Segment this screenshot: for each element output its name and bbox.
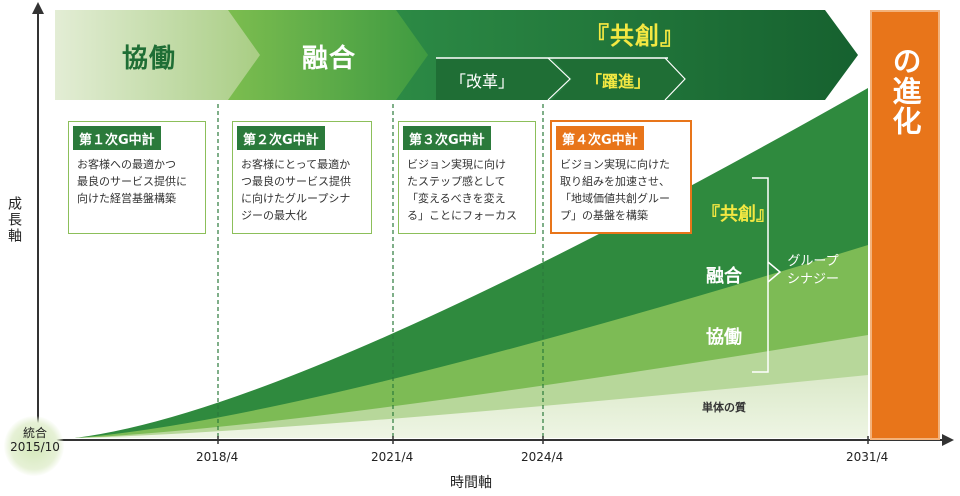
layer-single-label: 単体の質 [702, 401, 746, 414]
plan-2-description: お客様にとって最適か つ最良のサービス提供 に向けたグループシナ ジーの最大化 [241, 158, 351, 222]
y-axis-label: 成長軸 [6, 196, 22, 244]
plan-box-3: 第３次G中計 ビジョン実現に向け たステップ感として 「変えるべきを変え る」こ… [398, 121, 536, 234]
plan-box-1: 第１次G中計 お客様への最適かつ 最良のサービス提供に 向けた経営基盤構築 [68, 121, 206, 234]
origin-label: 統合 2015/10 [10, 426, 60, 454]
band-yakushin [552, 58, 685, 100]
chevron-yugo [228, 10, 430, 100]
phase-kyodo-label: 協働 [122, 44, 177, 74]
tick-label-2021: 2021/4 [371, 450, 414, 464]
tick-label-2018: 2018/4 [196, 450, 239, 464]
phase-kaikaku-label: 「改革」 [450, 72, 515, 91]
tick-label-2031: 2031/4 [846, 450, 889, 464]
chevron-kyodo [55, 10, 262, 100]
layer-kyodo-label: 協働 [706, 327, 742, 348]
plan-4-title: 第４次G中計 [556, 126, 644, 150]
origin-circle [4, 416, 64, 476]
band-yakushin-outline [664, 57, 686, 101]
phase-yugo-label: 融合 [302, 44, 357, 74]
plan-box-4: 第４次G中計 ビジョン実現に向けた 取り組みを加速させ、 「地域価値共創グルー … [550, 120, 692, 234]
tick-label-2024: 2024/4 [521, 450, 564, 464]
goal-label: 『地域価値共創グループ』への進化 [888, 46, 960, 436]
layer-yugo-label: 融合 [706, 266, 742, 287]
phase-kyoso-label: 『共創』 [585, 22, 685, 50]
plan-3-title: 第３次G中計 [403, 126, 491, 150]
plan-2-title: 第２次G中計 [237, 126, 325, 150]
layer-single-area [75, 375, 868, 438]
plan-1-title: 第１次G中計 [73, 126, 161, 150]
y-axis-arrow [32, 2, 44, 14]
band-kaikaku [436, 58, 570, 100]
phase-yakushin-label: 「躍進」 [586, 72, 651, 91]
plan-1-description: お客様への最適かつ 最良のサービス提供に 向けた経営基盤構築 [77, 158, 187, 205]
plan-3-description: ビジョン実現に向け たステップ感として 「変えるべきを変え る」ことにフォーカス [407, 158, 517, 222]
synergy-bracket [752, 177, 769, 373]
synergy-label: グループ シナジー [787, 254, 840, 287]
plan-box-2: 第２次G中計 お客様にとって最適か つ最良のサービス提供 に向けたグループシナ … [232, 121, 372, 234]
goal-box: 『地域価値共創グループ』への進化 [870, 10, 960, 440]
band-kaikaku-outline [547, 57, 571, 101]
plan-4-description: ビジョン実現に向けた 取り組みを加速させ、 「地域価値共創グルー プ」の基盤を構… [560, 158, 670, 222]
x-axis-label: 時間軸 [450, 475, 492, 491]
layer-kyoso-label: 『共創』 [702, 204, 774, 225]
synergy-bracket-point [767, 261, 782, 283]
x-axis-arrow [942, 434, 954, 446]
